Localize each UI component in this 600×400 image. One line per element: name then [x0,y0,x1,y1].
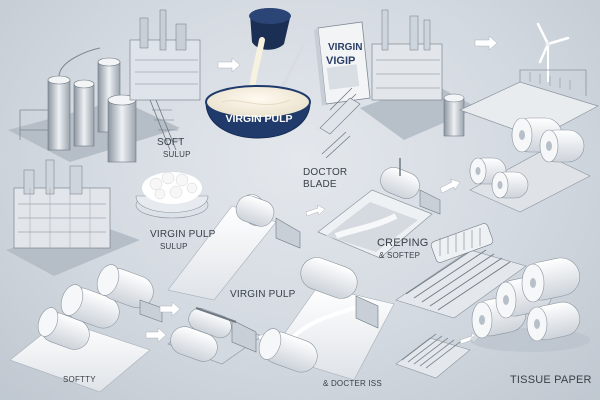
label-virgin-pulp-sulup-1: VIRGIN PULP [150,229,216,240]
wind-turbine-icon [536,22,570,82]
label-tissue-paper: TISSUE PAPER [510,374,592,386]
arrow-right-icon [145,327,167,343]
sheet-machine-middle [167,194,301,301]
label-creping-1: CREPING [377,237,429,249]
winder-bottom-middle [167,307,263,365]
factory-icon [319,9,478,159]
label-virgin-pulp-mid: VIRGIN PULP [230,289,296,300]
label-book-title-2: VIGIP [326,55,356,67]
label-doctor-blade-2: BLADE [303,179,337,190]
label-book-title-1: VIRGIN [328,42,363,53]
arrow-right-icon [159,301,181,317]
warehouse-top-right [459,69,599,139]
pulp-plant-mid-left [6,159,140,276]
label-doctor-blade-1: DOCTOR [303,167,348,178]
bowl-icon [205,8,311,139]
arrow-right-icon [217,57,241,73]
label-sulup-top: SULUP [163,150,191,159]
arrow-right-icon [305,204,326,217]
label-virgin-pulp-bowl: VIRGIN PULP [225,113,293,125]
sheet-rolls-bottom-left [9,264,163,393]
label-virgin-pulp-sulup-2: SULUP [160,242,188,251]
pulp-flakes-bowl [135,171,209,219]
doctor-machine-bottom [258,257,395,381]
paper-roll-icon [469,117,591,213]
label-softty: SOFTTY [63,375,96,384]
label-creping-2: & SOFTEP [379,251,421,260]
label-docter-iss: & DOCTER ISS [323,379,382,388]
pulp-mill-top-left [8,9,201,163]
tissue-paper-rolls [470,257,590,352]
book-icon [314,21,371,106]
label-soft: SOFT [157,137,185,148]
creping-machine [395,223,527,319]
drying-rack [395,333,471,379]
arrow-right-icon [474,35,498,51]
doctor-blade-machine [317,158,441,259]
arrow-right-icon [439,178,461,194]
